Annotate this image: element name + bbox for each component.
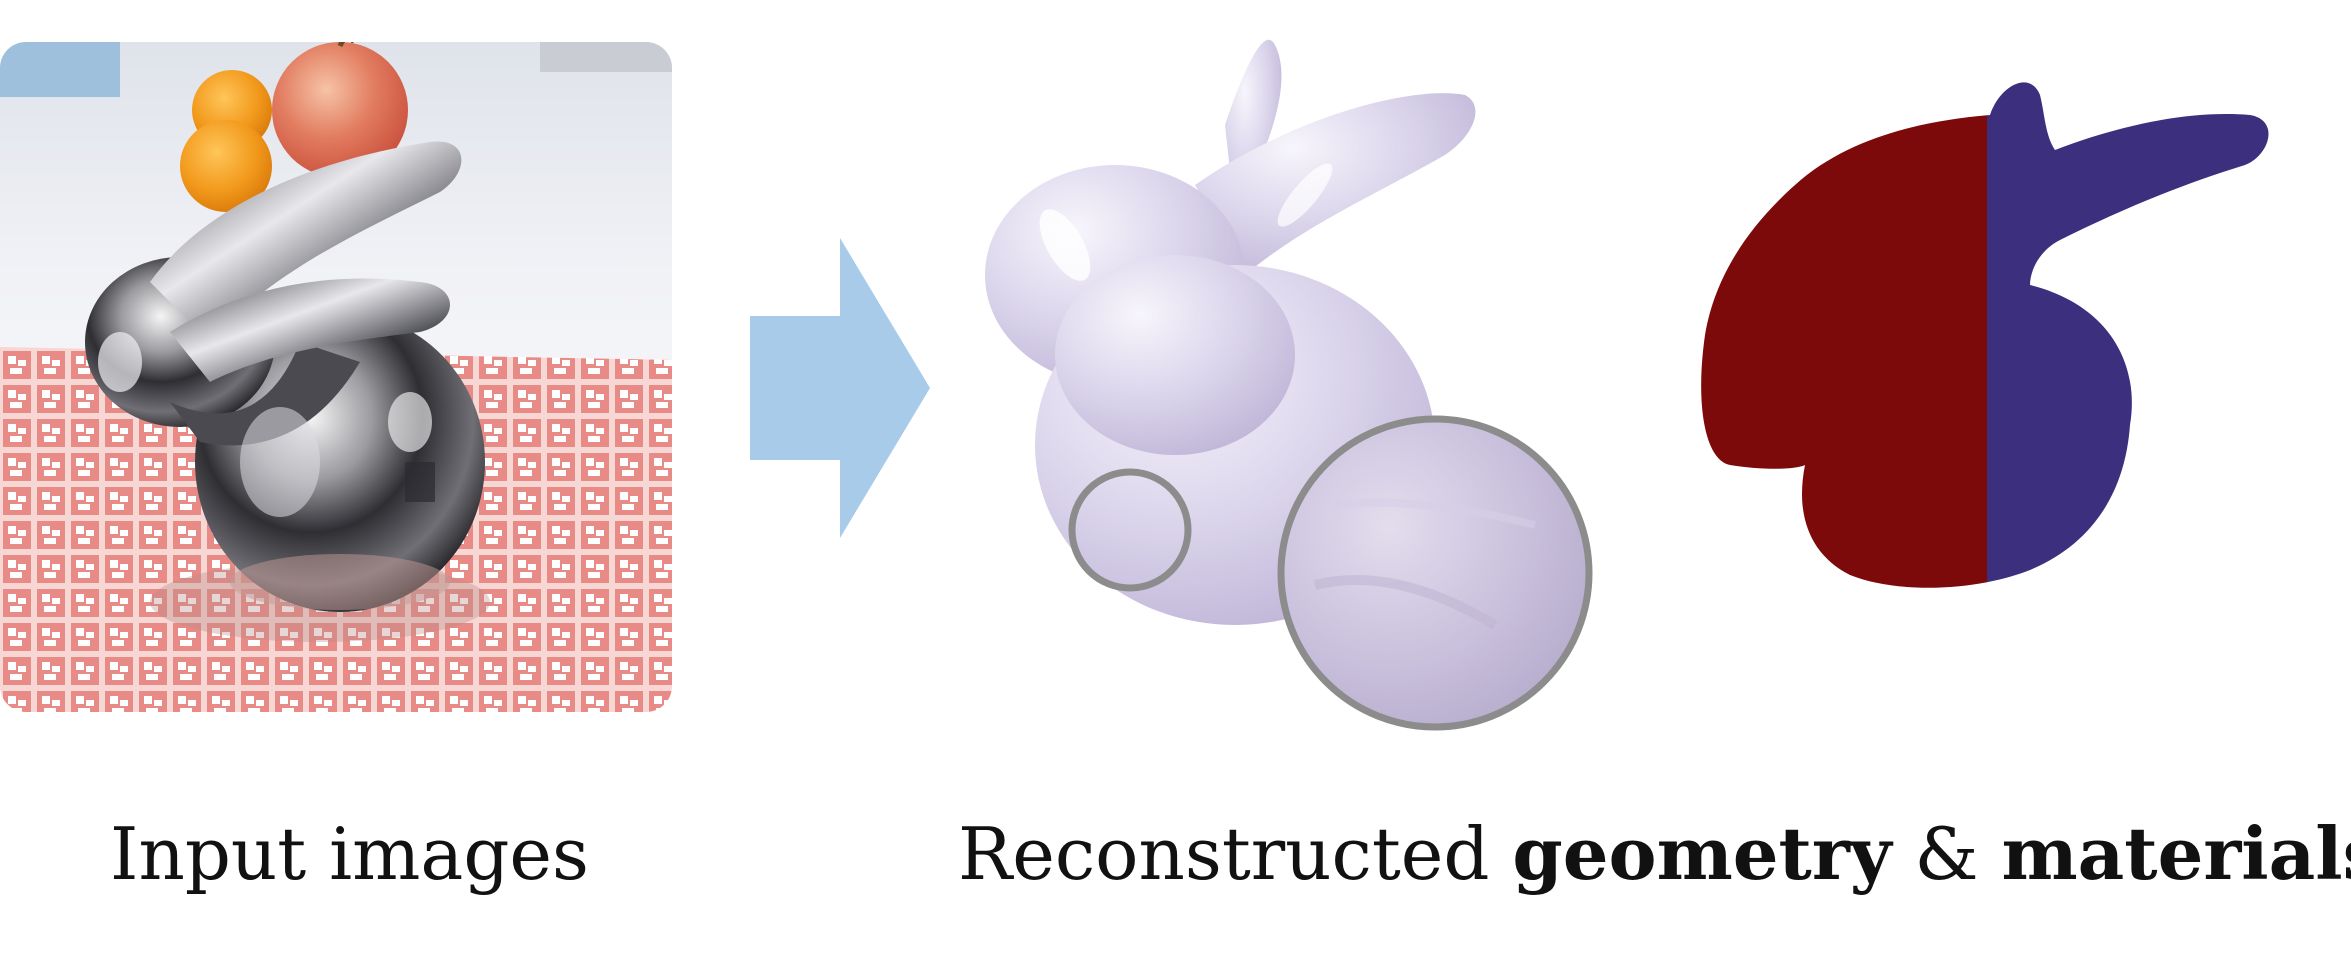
- bunny-material-map-icon: [1701, 82, 2269, 588]
- output-caption: Reconstructed geometry & materials: [958, 818, 2351, 891]
- bunny-mesh-render-icon: [985, 39, 1593, 731]
- output-caption-prefix: Reconstructed: [958, 812, 1513, 896]
- magnified-detail: [1277, 415, 1593, 731]
- input-photo: [0, 42, 672, 712]
- output-caption-ampersand: &: [1891, 812, 2002, 896]
- right-arrow-icon: [750, 238, 930, 538]
- chrome-bunny-photo-icon: [0, 42, 672, 712]
- materials-map: [1700, 75, 2270, 700]
- geometry-render: [975, 25, 1625, 755]
- output-caption-materials: materials: [2001, 811, 2351, 896]
- input-caption-text: Input images: [110, 812, 589, 896]
- output-caption-geometry: geometry: [1512, 811, 1892, 896]
- magnifier-source-ring: [1068, 468, 1192, 592]
- input-caption: Input images: [110, 818, 589, 890]
